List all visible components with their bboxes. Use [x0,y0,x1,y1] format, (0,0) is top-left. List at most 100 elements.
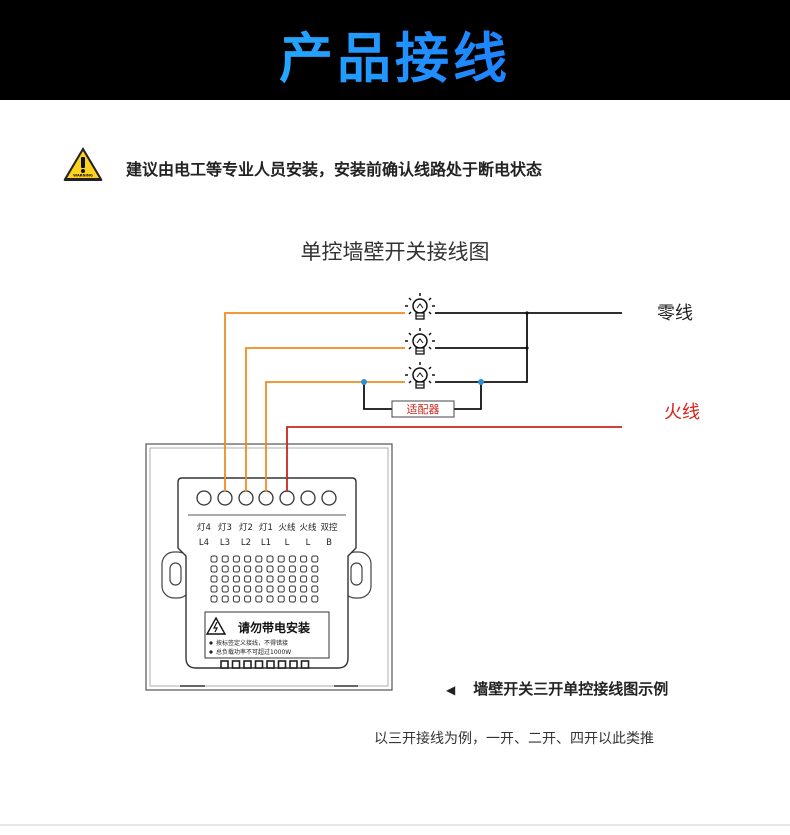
vent-hole [221,565,229,573]
connector-pin [289,660,298,669]
vent-hole [244,555,252,563]
vent-hole [244,575,252,583]
vent-hole [255,565,263,573]
terminal-label-bottom: L4 [199,538,209,548]
terminal-screw [321,490,337,506]
vent-hole [232,585,240,593]
mount-hole-left [169,562,182,586]
caption-title: 墙壁开关三开单控接线图示例 [473,680,669,698]
terminal-screw [238,490,254,506]
caret-left-icon: ◀ [446,683,456,697]
vent-hole [277,565,285,573]
adapter-box [391,400,455,418]
vent-hole [300,555,308,563]
vent-hole [210,555,218,563]
terminal-screw [279,490,295,506]
header-bar: 产品接线 [0,0,790,100]
vent-hole [244,595,252,603]
terminal-screw [300,490,316,506]
connector-pin [231,660,241,669]
page-title: 产品接线 [0,14,790,93]
vent-hole [255,595,263,603]
connector-pin [277,660,287,669]
vent-hole [277,585,285,593]
vent-hole [300,565,308,573]
connector-pin [266,660,275,669]
vent-hole [244,585,252,593]
terminal-label-top: 灯2 [239,522,253,533]
vent-hole [255,555,263,563]
vent-hole [277,575,285,583]
vent-hole [277,595,285,603]
mount-hole-right [350,562,363,586]
vent-hole [288,575,296,583]
vent-hole [232,565,240,573]
terminal-label-top: 火线 [278,522,296,533]
warning-icon: WARNING [63,147,103,181]
terminal-label-bottom: L2 [241,538,251,548]
switch-note: 总负载功率不可超过1000W [216,648,291,656]
switch-inner-frame [149,447,389,687]
vent-hole [288,555,296,563]
hazard-icon [205,616,227,635]
vent-hole [232,555,240,563]
vent-hole [300,585,308,593]
vent-hole [221,575,229,583]
vent-hole [210,585,218,593]
bottom-pins [220,660,310,669]
vent-hole [277,555,285,563]
lightbulb-icon [405,328,435,355]
neutral-wire-label: 零线 [657,303,693,324]
vent-hole [300,595,308,603]
lamp1-wire [265,381,405,492]
vent-hole [221,595,229,603]
vent-hole [266,555,274,563]
vent-hole [311,575,319,583]
vent-hole [300,575,308,583]
vent-hole [232,575,240,583]
terminal-label-bottom: L [306,538,311,548]
terminal-label-top: 灯4 [197,522,211,533]
vent-hole [221,585,229,593]
bulbs [405,293,435,389]
terminal-screw [196,490,212,506]
terminal-label-bottom: L [285,538,290,548]
vent-hole [311,555,319,563]
vent-hole [255,585,263,593]
connector-pin [243,660,252,669]
vent-grid [210,555,319,603]
vent-hole [288,565,296,573]
vent-hole [255,575,263,583]
vent-hole [311,595,319,603]
vent-hole [266,595,274,603]
switch-note: 按标签定义接线，不得错接 [216,639,288,647]
junction-dot [361,379,367,385]
vent-hole [244,565,252,573]
vent-hole [311,585,319,593]
adapter-label: 适配器 [407,403,440,416]
vent-hole [266,565,274,573]
terminal-screw [258,490,274,506]
lightbulb-icon [405,293,435,320]
switch-warning-label [204,611,330,659]
caption-title-row: ◀ 墙壁开关三开单控接线图示例 [446,678,668,699]
connector-pin [220,660,229,669]
terminal-label-top: 灯1 [259,522,273,533]
connector-pin [254,660,264,669]
terminal-label-top: 双控 [320,522,338,533]
lightning-icon [213,621,218,633]
vent-hole [210,565,218,573]
terminal-label-bottom: L3 [220,538,230,548]
lightbulb-icon [405,362,435,389]
vent-hole [288,585,296,593]
warning-row: WARNING [62,145,104,181]
diagram-title: 单控墙壁开关接线图 [300,240,490,264]
terminal-label-top: 灯3 [218,522,232,533]
wires [224,311,622,492]
junction-dot [478,379,484,385]
vent-hole [210,575,218,583]
vent-hole [266,585,274,593]
bullet-icon [209,641,213,645]
